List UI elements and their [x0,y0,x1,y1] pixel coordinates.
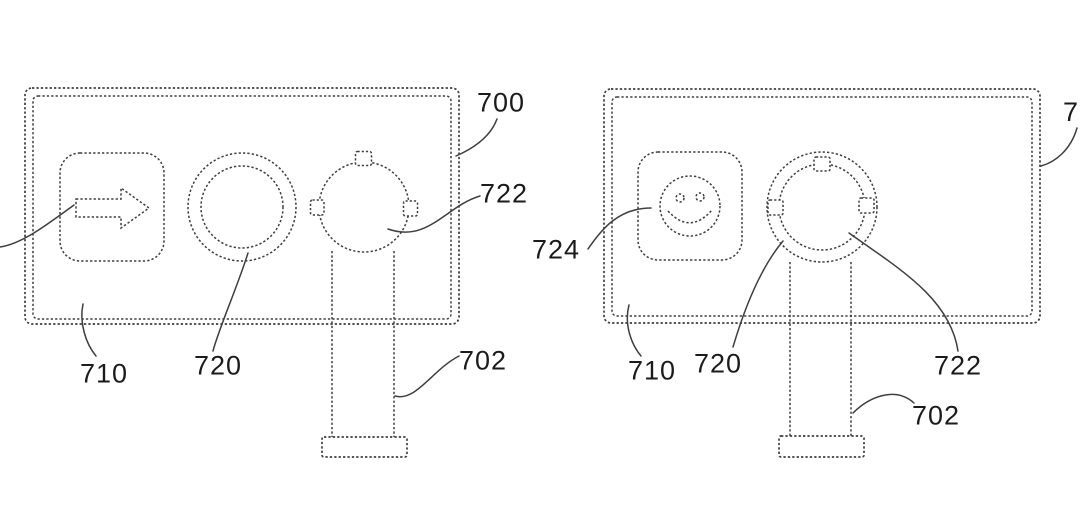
leader-line-724 [588,208,651,249]
right-tab [404,201,418,216]
stand-column [332,251,394,437]
double-ring-element [188,153,296,261]
ref-label-702: 702 [912,403,960,430]
smiley-icon [660,176,720,236]
ref-label-720: 720 [694,351,742,378]
ref-label-700: 700 [477,90,525,117]
leader-line-722 [388,196,480,232]
ref-label-710: 710 [80,361,128,388]
arrow-tile [60,153,164,261]
leader-line-offscreen [0,205,74,247]
outer-ring-circle [188,153,296,261]
arrow-icon [76,188,149,228]
leader-line-710 [627,305,641,356]
ref-label-702: 702 [459,348,507,375]
leader-line-700 [456,119,497,156]
stand-base [779,436,864,457]
lens-circle [319,162,409,252]
ref-label-722: 722 [934,353,982,380]
leader-line-710 [82,304,96,356]
tabbed-ring-element [767,152,877,262]
top-tab [814,157,830,171]
ref-label-720: 720 [194,353,242,380]
leader-line-700 [1041,128,1077,166]
inner-ring-circle [779,164,865,250]
leader-line-702 [395,356,459,397]
left-display-assembly [0,88,497,457]
smiley-tile-outline [638,152,742,260]
left-tab [311,200,325,215]
panel-outline [25,88,459,324]
leader-line-720 [733,241,783,347]
top-tab [356,152,372,166]
inner-ring-circle [201,166,283,248]
right-tab [859,198,874,213]
tabbed-circle-element [311,152,418,253]
screen-inner-outline [33,96,451,319]
left-tab [768,200,783,215]
smiley-tile [638,152,742,260]
right-display-assembly [588,89,1077,457]
stand-column [790,262,851,436]
panel-outline [604,89,1040,323]
screen-inner-outline [612,97,1032,316]
stand-base [322,437,407,457]
ref-label-710: 710 [628,358,676,385]
ref-label-722: 722 [480,181,528,208]
ref-label-700: 700 [1063,99,1080,126]
ref-label-724: 724 [532,237,580,264]
leader-line-702 [853,394,914,413]
leader-line-720 [213,253,248,351]
leader-line-722 [849,233,958,351]
